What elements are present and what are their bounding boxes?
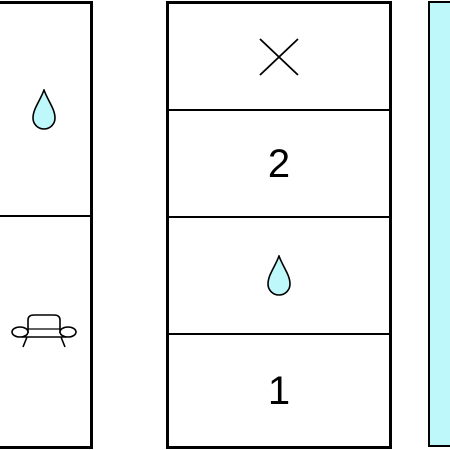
water-drop-icon [31, 88, 56, 130]
middle-cell-cross[interactable] [169, 4, 389, 109]
left-column [0, 1, 93, 449]
right-column [428, 1, 450, 447]
left-cell-sofa[interactable] [0, 215, 90, 446]
right-cell-filled[interactable] [430, 3, 450, 445]
middle-column: 2 1 [166, 1, 392, 449]
middle-cell-number-1[interactable]: 1 [169, 333, 389, 446]
middle-cell-drop[interactable] [169, 216, 389, 333]
sofa-icon [10, 313, 77, 347]
cell-number-label: 1 [267, 368, 291, 413]
cross-icon [259, 37, 299, 76]
water-drop-icon [267, 254, 291, 296]
middle-cell-number-2[interactable]: 2 [169, 109, 389, 216]
left-cell-drop[interactable] [0, 4, 90, 215]
cell-number-label: 2 [267, 141, 291, 186]
